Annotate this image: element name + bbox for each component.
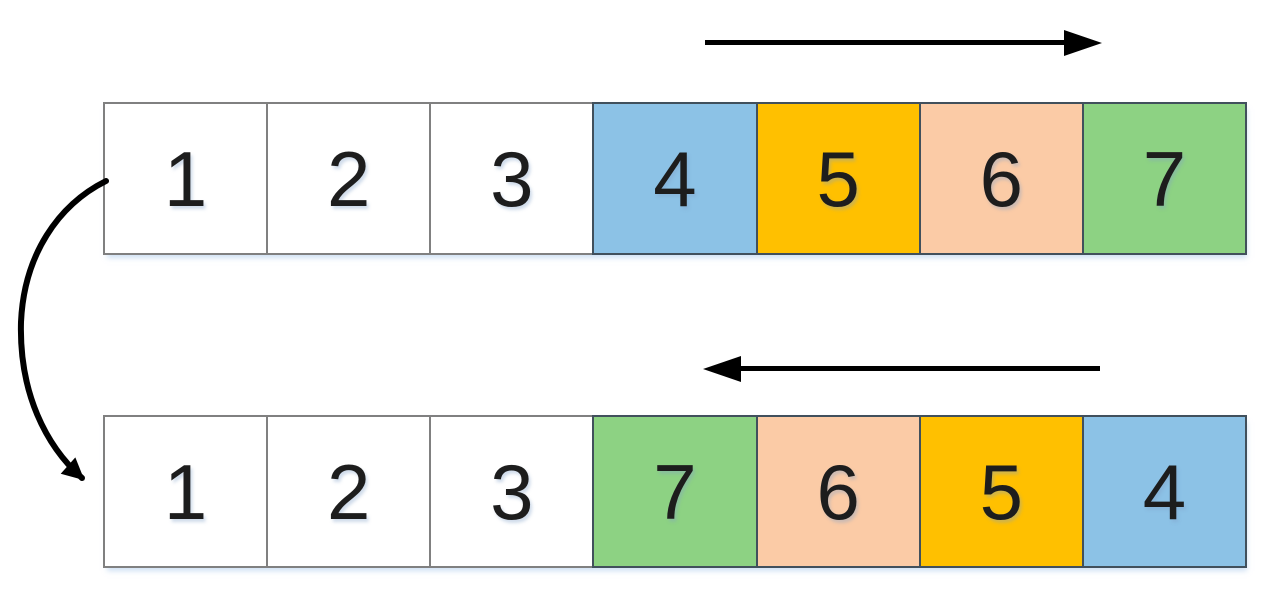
top-cell-3: 3 bbox=[429, 102, 595, 255]
bottom-cell-6: 5 bbox=[918, 415, 1084, 568]
right-arrow-shaft bbox=[705, 40, 1064, 45]
right-arrow-icon bbox=[705, 29, 1102, 56]
top-cell-6: 6 bbox=[918, 102, 1084, 255]
curved-swap-arrow-icon bbox=[17, 178, 109, 481]
top-cell-5: 5 bbox=[755, 102, 921, 255]
bottom-cell-4: 7 bbox=[592, 415, 758, 568]
bottom-array-row: 1 2 3 7 6 5 4 bbox=[103, 415, 1247, 568]
bottom-cell-2: 2 bbox=[266, 415, 432, 568]
top-cell-2: 2 bbox=[266, 102, 432, 255]
bottom-cell-1: 1 bbox=[103, 415, 269, 568]
bottom-cell-7: 4 bbox=[1081, 415, 1247, 568]
left-arrow-icon bbox=[703, 355, 1100, 382]
top-array-row: 1 2 3 4 5 6 7 bbox=[103, 102, 1247, 255]
left-arrow-shaft bbox=[741, 366, 1100, 371]
bottom-cell-5: 6 bbox=[755, 415, 921, 568]
right-arrowhead-icon bbox=[1064, 29, 1102, 56]
top-cell-1: 1 bbox=[103, 102, 269, 255]
left-arrowhead-icon bbox=[703, 355, 741, 382]
bottom-cell-3: 3 bbox=[429, 415, 595, 568]
top-cell-7: 7 bbox=[1081, 102, 1247, 255]
top-cell-4: 4 bbox=[592, 102, 758, 255]
